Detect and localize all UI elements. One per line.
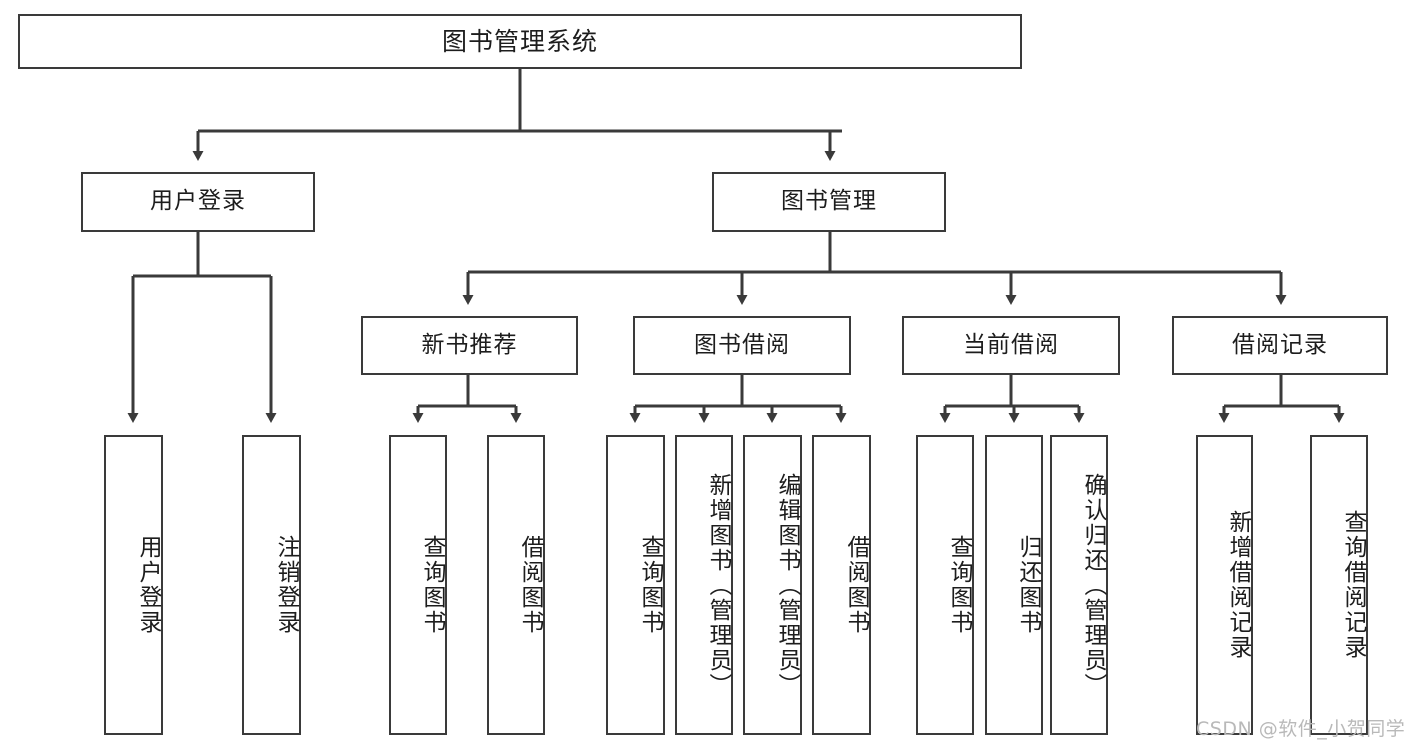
node-book-management-label: 图书管理 [781,188,877,215]
leaf-logout-label: 注销登录 [273,535,299,635]
node-borrow-record-label: 借阅记录 [1232,331,1328,358]
node-current-borrow[interactable]: 当前借阅 [902,316,1120,375]
leaf-bb-edit-book-admin[interactable]: 编辑图书（管理员） [743,435,802,735]
leaf-user-login-label: 用户登录 [135,535,161,635]
leaf-br-query-record-label: 查询借阅记录 [1340,510,1366,660]
node-user-login-label: 用户登录 [150,188,246,215]
leaf-nbr-borrow-book-label: 借阅图书 [517,535,543,635]
leaf-cb-confirm-return-admin-label: 确认归还（管理员） [1080,472,1106,698]
leaf-bb-edit-book-admin-label: 编辑图书（管理员） [774,472,800,698]
node-book-management[interactable]: 图书管理 [712,172,946,232]
leaf-br-add-record[interactable]: 新增借阅记录 [1196,435,1253,735]
leaf-nbr-query-book-label: 查询图书 [419,535,445,635]
leaf-br-query-record[interactable]: 查询借阅记录 [1310,435,1368,735]
node-root-label: 图书管理系统 [441,26,598,56]
leaf-nbr-query-book[interactable]: 查询图书 [389,435,447,735]
node-current-borrow-label: 当前借阅 [963,331,1059,358]
leaf-bb-add-book-admin-label: 新增图书（管理员） [705,472,731,698]
leaf-bb-borrow-book-label: 借阅图书 [843,535,869,635]
csdn-watermark: CSDN @软件_小贺同学 [1196,718,1405,740]
node-book-borrow[interactable]: 图书借阅 [633,316,851,375]
leaf-nbr-borrow-book[interactable]: 借阅图书 [487,435,545,735]
leaf-cb-query-book[interactable]: 查询图书 [916,435,974,735]
leaf-bb-query-book[interactable]: 查询图书 [606,435,665,735]
leaf-br-add-record-label: 新增借阅记录 [1225,510,1251,660]
leaf-cb-return-book-label: 归还图书 [1015,535,1041,635]
node-new-book-recommend[interactable]: 新书推荐 [361,316,578,375]
leaf-logout[interactable]: 注销登录 [242,435,301,735]
node-new-book-recommend-label: 新书推荐 [421,331,518,358]
leaf-cb-confirm-return-admin[interactable]: 确认归还（管理员） [1050,435,1108,735]
node-borrow-record[interactable]: 借阅记录 [1172,316,1388,375]
leaf-bb-query-book-label: 查询图书 [637,535,663,635]
leaf-cb-return-book[interactable]: 归还图书 [985,435,1043,735]
node-user-login[interactable]: 用户登录 [81,172,315,232]
node-root[interactable]: 图书管理系统 [18,14,1022,69]
leaf-cb-query-book-label: 查询图书 [946,535,972,635]
leaf-bb-add-book-admin[interactable]: 新增图书（管理员） [675,435,733,735]
leaf-user-login[interactable]: 用户登录 [104,435,163,735]
leaf-bb-borrow-book[interactable]: 借阅图书 [812,435,871,735]
node-book-borrow-label: 图书借阅 [694,331,790,358]
